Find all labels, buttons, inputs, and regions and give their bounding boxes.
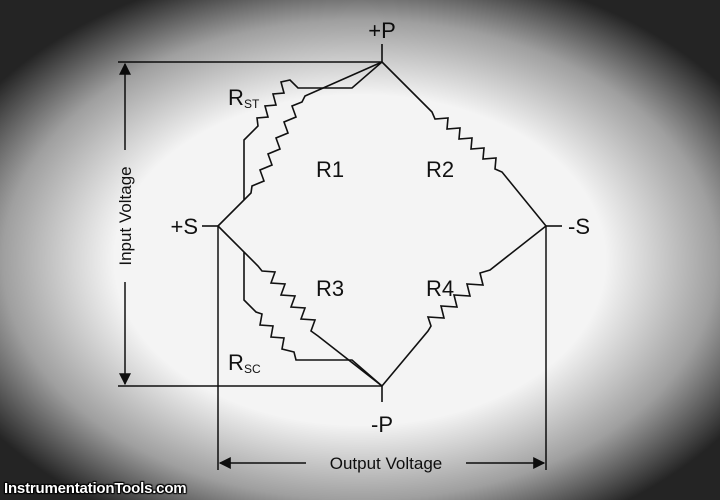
resistor-rsc: [243, 252, 383, 387]
label-rst-sub: ST: [244, 97, 260, 111]
label-rsc-sub: SC: [244, 362, 261, 376]
node-label-top: +P: [368, 18, 396, 43]
node-label-left: +S: [170, 214, 198, 239]
node-label-bottom: -P: [371, 412, 393, 437]
resistor-r4: [381, 225, 547, 387]
node-label-right: -S: [568, 214, 590, 239]
label-rst: R ST: [228, 85, 260, 111]
label-rst-main: R: [228, 85, 244, 110]
resistor-rst: [243, 61, 383, 200]
label-r4: R4: [426, 276, 454, 301]
input-voltage-label: Input Voltage: [116, 166, 135, 265]
site-watermark: InstrumentationTools.com: [4, 480, 187, 497]
resistor-r2: [381, 61, 547, 227]
output-voltage-label: Output Voltage: [330, 454, 442, 473]
label-rsc-main: R: [228, 350, 244, 375]
label-r1: R1: [316, 157, 344, 182]
label-r3: R3: [316, 276, 344, 301]
label-rsc: R SC: [228, 350, 261, 376]
label-r2: R2: [426, 157, 454, 182]
